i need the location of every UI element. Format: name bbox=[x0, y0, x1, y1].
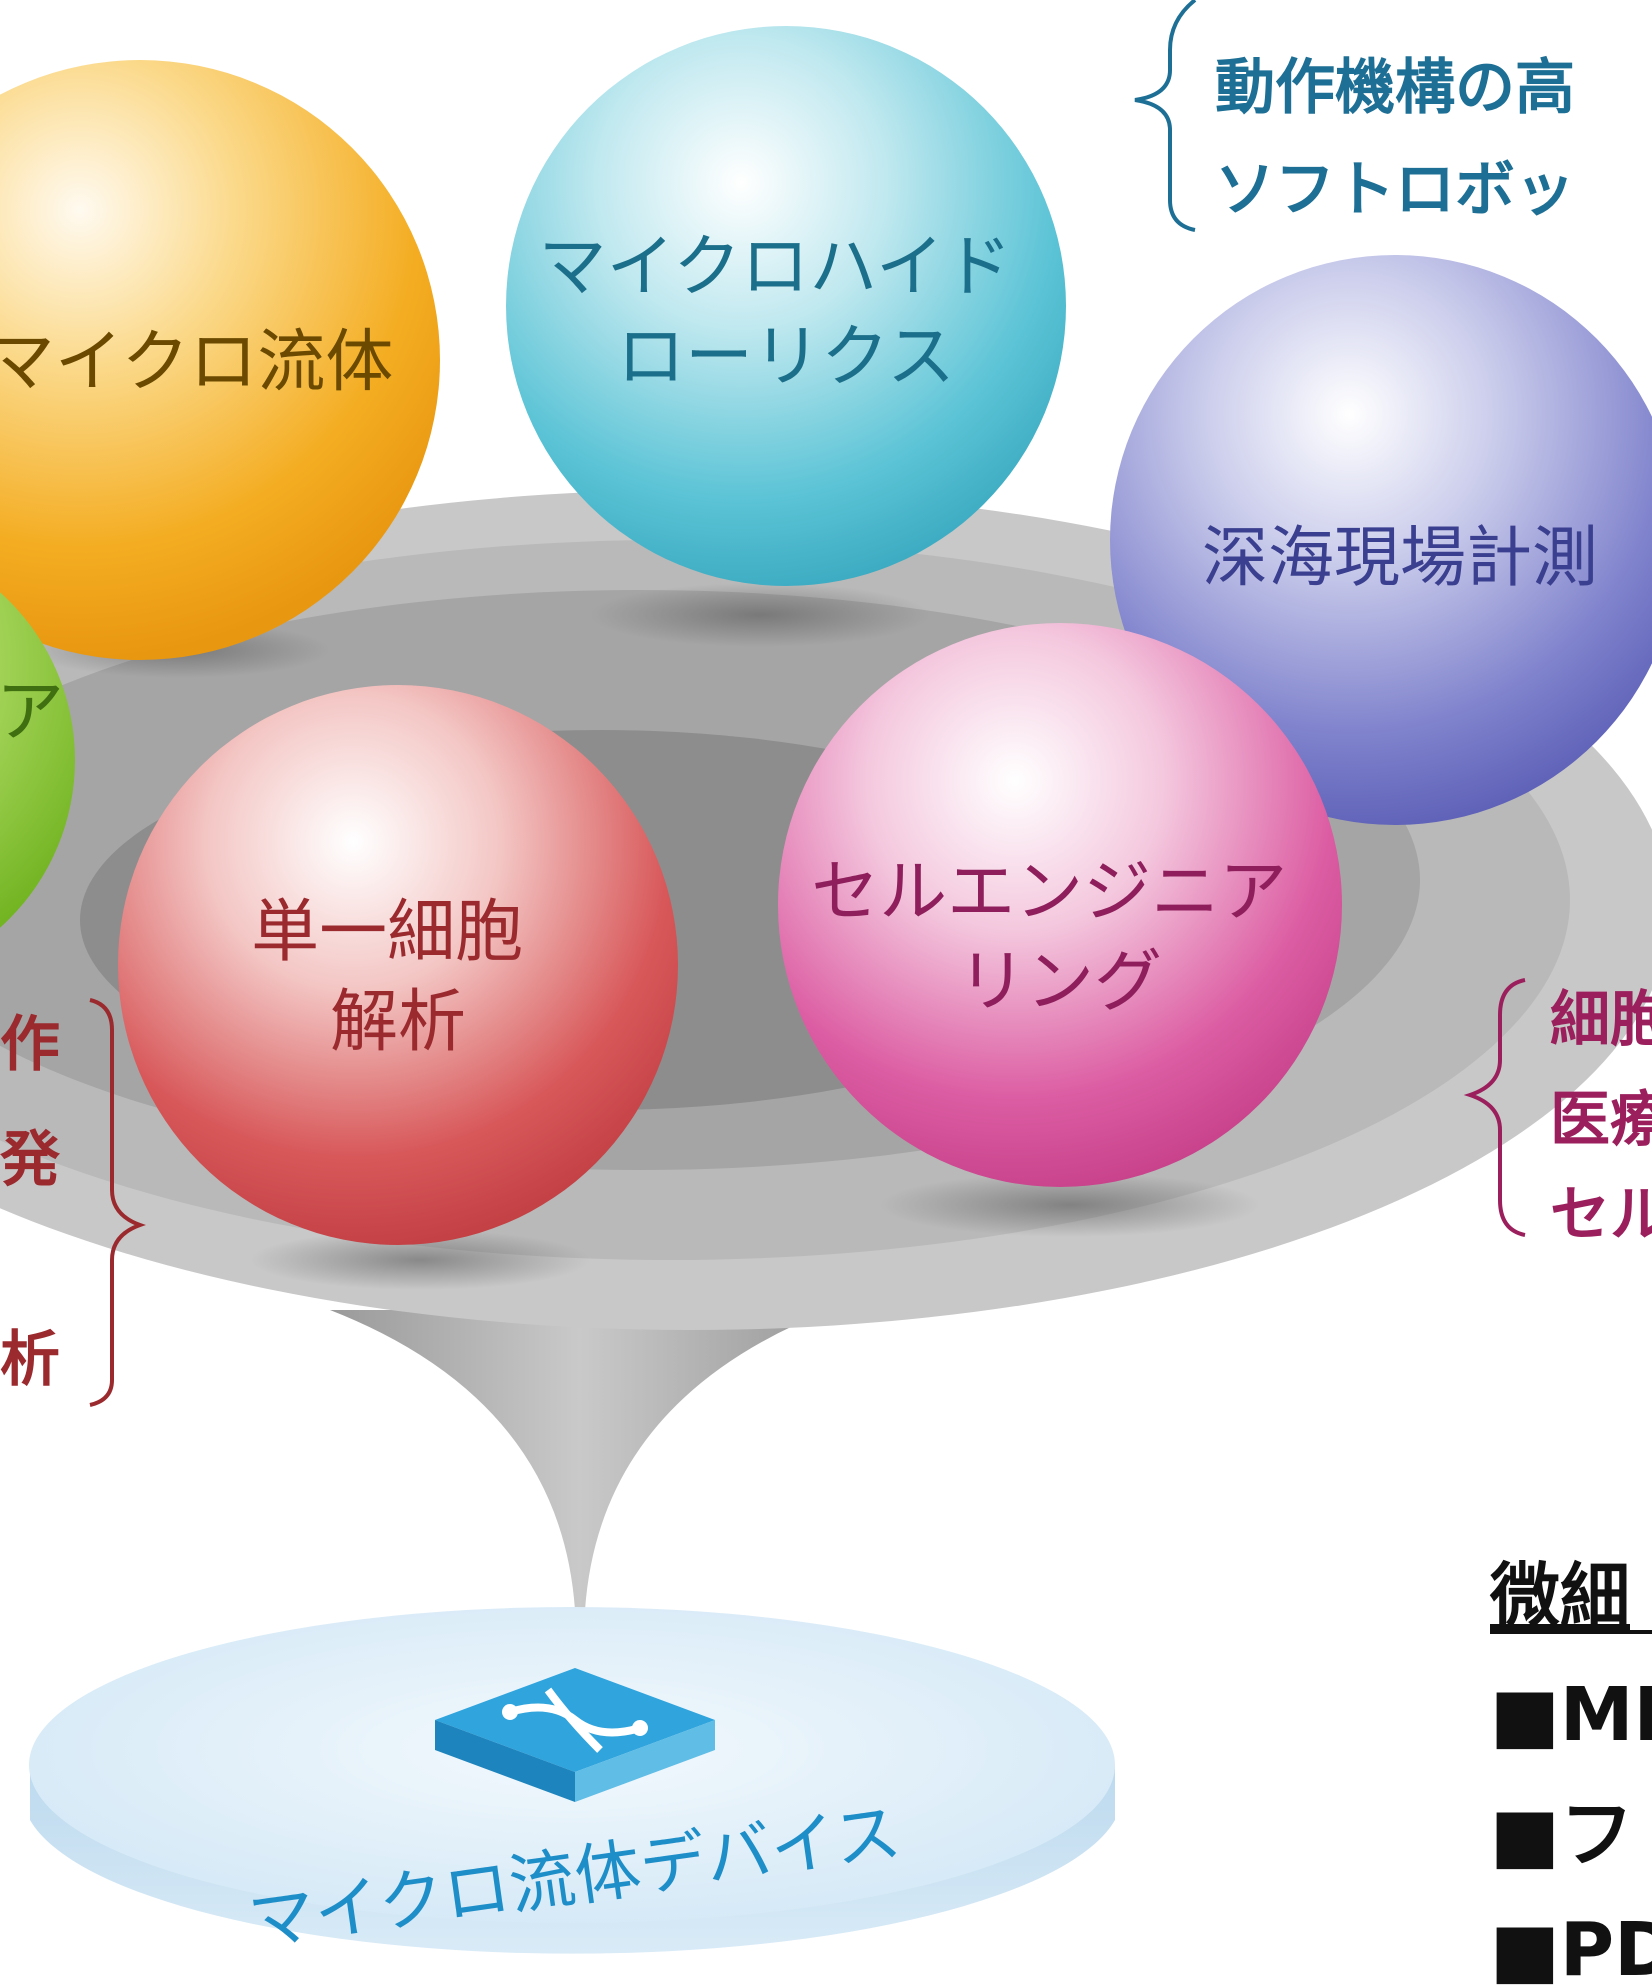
sphere-hydraulics-label: マイクロハイド ローリクス bbox=[539, 228, 1034, 397]
sphere-green-partial: ア bbox=[0, 592, 75, 928]
note-hydraulics-text: 動作機構の高 ソフトロボッ bbox=[1215, 53, 1596, 225]
note-hydraulics: 動作機構の高 ソフトロボッ bbox=[1134, 0, 1596, 232]
sphere-single-cell-label: 単一細胞 解析 bbox=[251, 893, 545, 1062]
sphere-single-cell: 単一細胞 解析 bbox=[118, 685, 678, 1245]
microfluidic-chip-icon bbox=[435, 1668, 715, 1802]
sphere-green-label: ア bbox=[0, 673, 64, 752]
process-item-3: ■PD bbox=[1490, 1907, 1652, 1987]
sphere-shadows bbox=[30, 583, 1260, 1290]
note-single-cell-text: 作 発 析 bbox=[0, 1010, 81, 1395]
device-platform: マイクロ流体デバイス bbox=[29, 1607, 1115, 1961]
sphere-deepsea: 深海現場計測 bbox=[1110, 255, 1652, 825]
sphere-deepsea-label: 深海現場計測 bbox=[1202, 519, 1598, 596]
sphere-cell-engineering: セルエンジニア リング bbox=[778, 623, 1342, 1187]
sphere-microfluidics-label: マイクロ流体 bbox=[0, 323, 393, 402]
process-list: 微細 ■MI ■フ ■PD bbox=[1489, 1555, 1652, 1987]
note-single-cell: 作 発 析 bbox=[0, 998, 146, 1407]
process-title: 微細 bbox=[1489, 1555, 1630, 1637]
sphere-microfluidics: マイクロ流体 bbox=[0, 60, 440, 660]
process-item-2: ■フ bbox=[1490, 1792, 1634, 1878]
process-item-1: ■MI bbox=[1490, 1672, 1652, 1758]
note-cell-engineering-text: 細胞 医療 セル bbox=[1550, 985, 1652, 1250]
sphere-hydraulics: マイクロハイド ローリクス bbox=[506, 26, 1066, 586]
sphere-cell-engineering-label: セルエンジニア リング bbox=[811, 853, 1309, 1022]
note-cell-engineering: 細胞 医療 セル bbox=[1463, 978, 1652, 1250]
